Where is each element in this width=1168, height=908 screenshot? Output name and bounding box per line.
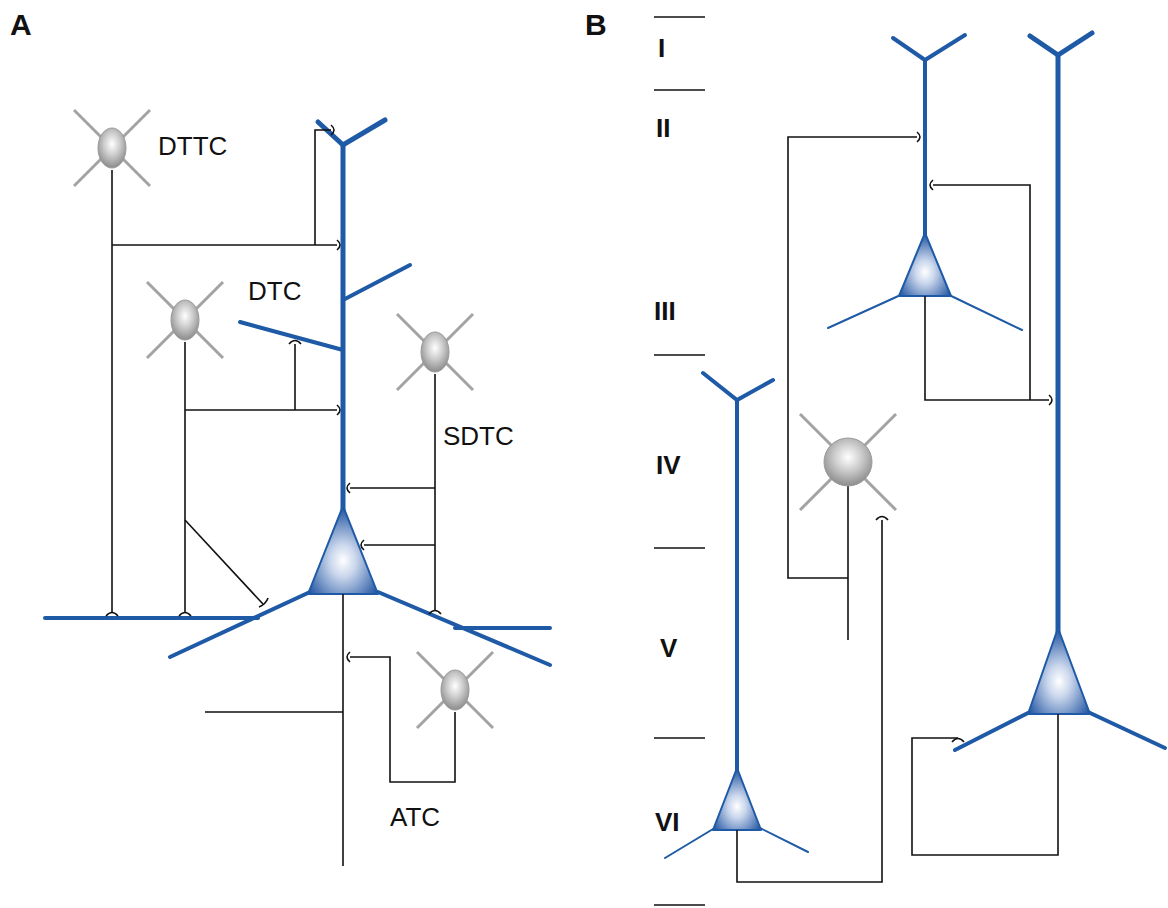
interneuron: SDTC	[393, 310, 514, 451]
interneuron-b	[800, 414, 896, 510]
cell-label: ATC	[390, 803, 440, 832]
axon-wiring-a	[106, 125, 455, 866]
layer-numeral: II	[656, 114, 670, 143]
interneuron-body	[413, 648, 497, 732]
interneuron: DTTC	[70, 106, 227, 190]
panel-letter: B	[585, 8, 607, 41]
layer-numeral: VI	[655, 808, 680, 837]
pyramidal-neuron-a	[45, 120, 550, 665]
pyramidal-neuron-l5	[955, 33, 1165, 750]
panel-letter: A	[10, 8, 32, 41]
cell-label: DTC	[248, 277, 301, 306]
interneuron-body	[393, 310, 477, 394]
interneuron-body	[143, 278, 227, 362]
interneuron-body	[70, 106, 154, 190]
cell-label: DTTC	[158, 132, 227, 161]
cell-label: SDTC	[443, 422, 514, 451]
layer-numeral: IV	[656, 451, 681, 480]
pyramidal-neuron-l23	[828, 35, 1022, 330]
layer-numeral: III	[654, 297, 676, 326]
pyramidal-neuron-l6	[665, 373, 808, 858]
layer-numeral: V	[660, 634, 677, 663]
axon-wiring-b	[737, 132, 1058, 882]
layer-numeral: I	[658, 34, 665, 63]
interneuron: ATC	[390, 648, 497, 832]
interneuron: DTC	[143, 277, 301, 362]
layer-boundary	[654, 17, 705, 905]
